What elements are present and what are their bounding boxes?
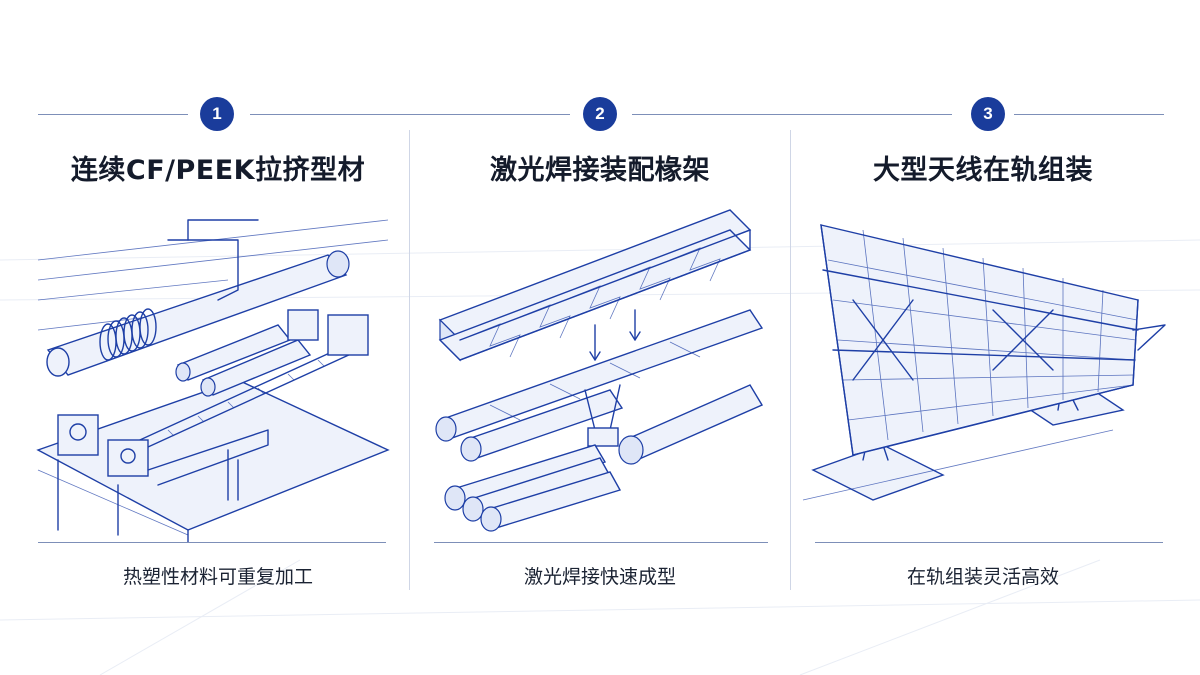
section-divider-line bbox=[38, 542, 386, 543]
step-number-badge: 3 bbox=[971, 97, 1005, 131]
section-divider-line bbox=[815, 542, 1163, 543]
timeline-line bbox=[38, 114, 188, 115]
step-title: 大型天线在轨组装 bbox=[873, 155, 1093, 186]
step-title: 激光焊接装配椽架 bbox=[490, 155, 710, 186]
pultrusion-machine-illustration bbox=[36, 219, 390, 542]
laser-welded-truss-illustration bbox=[435, 209, 764, 532]
timeline-line bbox=[1014, 114, 1164, 115]
section-divider-line bbox=[434, 542, 768, 543]
column-divider bbox=[790, 130, 791, 590]
step-number-badge: 2 bbox=[583, 97, 617, 131]
step-caption: 激光焊接快速成型 bbox=[523, 566, 676, 588]
step-caption: 在轨组装灵活高效 bbox=[906, 566, 1059, 588]
timeline-line bbox=[250, 114, 570, 115]
timeline-line bbox=[632, 114, 952, 115]
column-divider bbox=[409, 130, 410, 590]
step-caption: 热塑性材料可重复加工 bbox=[122, 566, 313, 588]
step-number-badge: 1 bbox=[200, 97, 234, 131]
step-title: 连续CF/PEEK拉挤型材 bbox=[70, 155, 366, 186]
large-antenna-illustration bbox=[802, 224, 1166, 501]
